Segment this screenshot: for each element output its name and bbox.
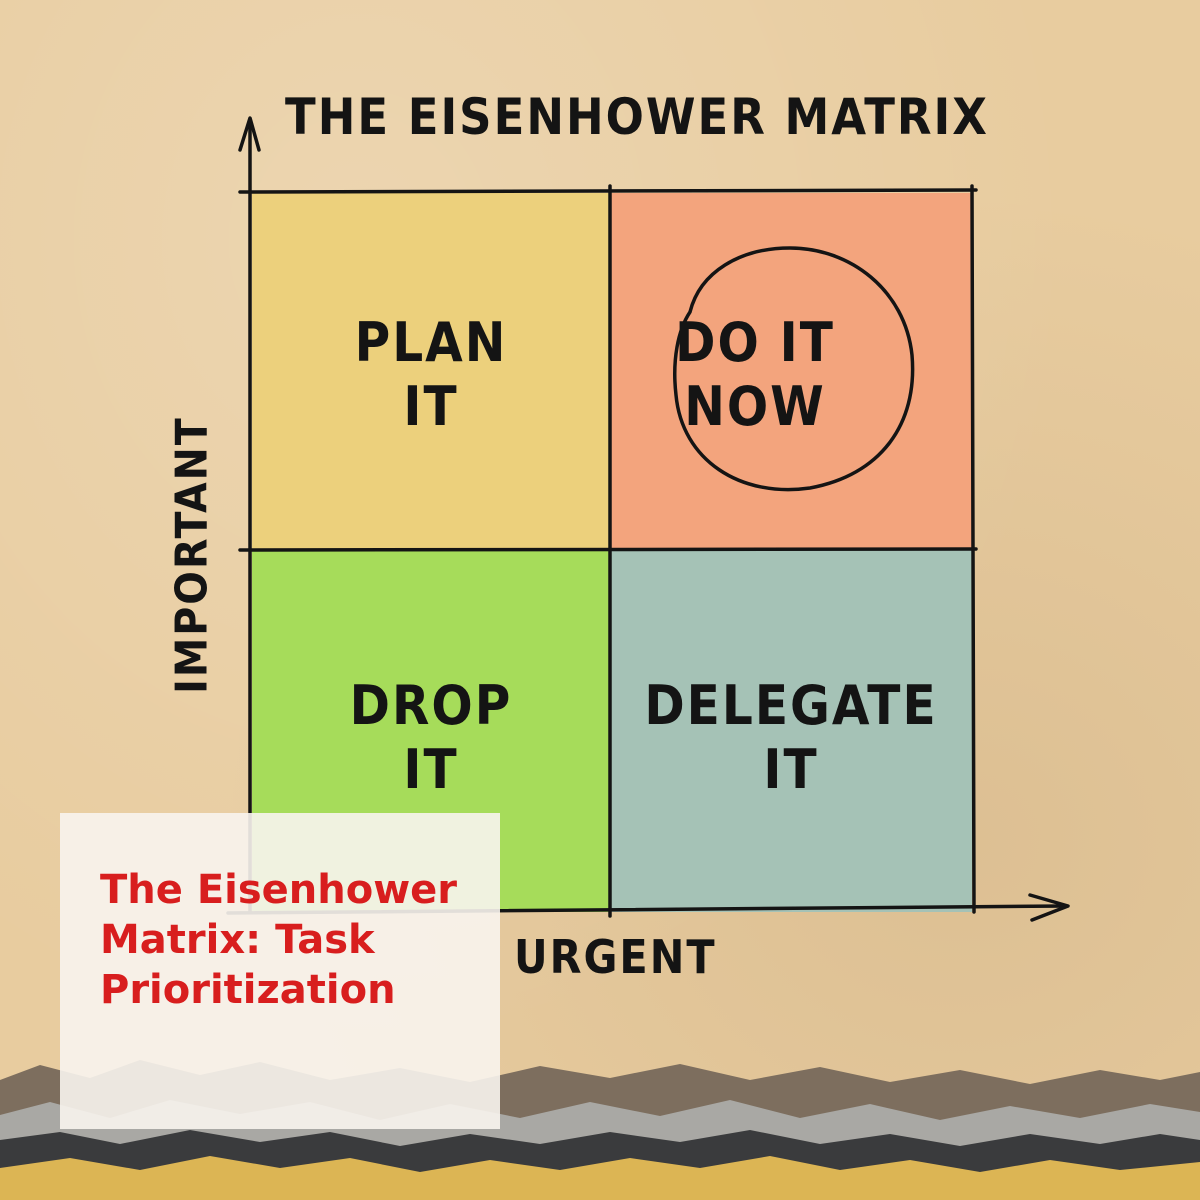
quadrant-do-label: DO IT NOW: [640, 290, 870, 460]
quadrant-delegate-label: DELEGATE IT: [610, 658, 972, 818]
x-axis-label: URGENT: [514, 930, 717, 984]
quadrant-plan-line-1: PLAN: [354, 311, 508, 374]
quadrant-do-line-1: DO IT: [675, 311, 835, 374]
quadrant-do-line-2: NOW: [684, 375, 826, 438]
caption-text: The Eisenhower Matrix: Task Prioritizati…: [100, 867, 458, 1013]
quadrant-delegate-line-1: DELEGATE: [644, 674, 938, 737]
quadrant-delegate-line-2: IT: [763, 738, 819, 801]
middle-horizontal-line: [238, 547, 978, 552]
quadrant-plan-label: PLAN IT: [252, 295, 610, 455]
x-axis-arrowhead: [1028, 893, 1070, 922]
caption-box: The Eisenhower Matrix: Task Prioritizati…: [60, 813, 500, 1129]
quadrant-drop-line-1: DROP: [349, 674, 513, 737]
quadrant-plan-line-2: IT: [403, 375, 459, 438]
quadrant-drop-label: DROP IT: [252, 658, 610, 818]
y-axis-label: IMPORTANT: [166, 416, 218, 694]
y-axis-arrowhead: [238, 116, 261, 152]
matrix-title: THE EISENHOWER MATRIX: [285, 88, 989, 146]
torn-paper-yellow: [0, 1156, 1200, 1200]
top-grid-line: [238, 188, 978, 194]
do-it-now-circle: [673, 246, 915, 492]
quadrant-delegate-fill: [610, 549, 972, 912]
quadrant-drop-line-2: IT: [403, 738, 459, 801]
quadrant-plan-fill: [252, 193, 610, 549]
right-grid-line: [970, 184, 976, 914]
